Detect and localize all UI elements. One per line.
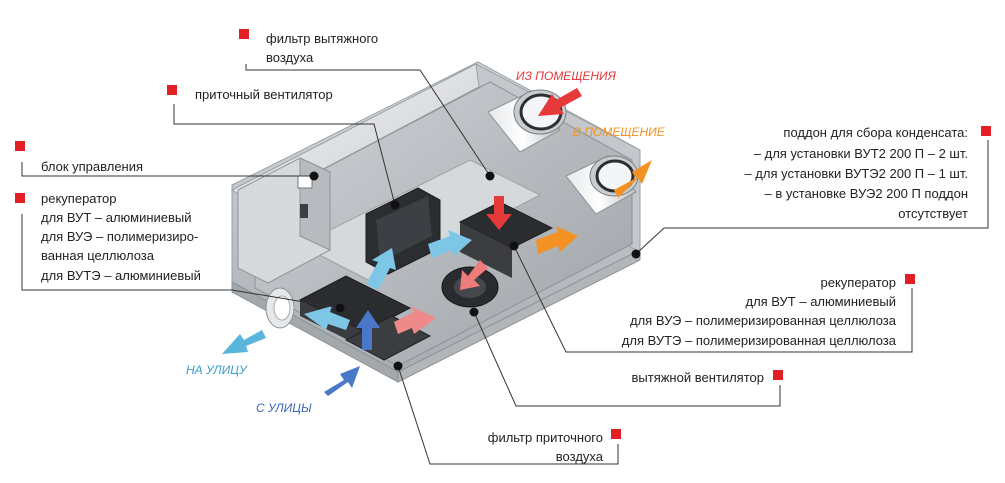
flow-from-room: ИЗ ПОМЕЩЕНИЯ: [516, 69, 617, 83]
flow-from-street: С УЛИЦЫ: [256, 401, 312, 415]
leader-lines: [21, 64, 989, 465]
arrow-to-street: [222, 330, 266, 354]
callout-exhaust-filter-line2: воздуха: [266, 50, 314, 65]
arrow-up-bottom: [356, 310, 380, 350]
leader-dots: [309, 171, 641, 371]
callout-condensate-line3: – для установки ВУТЭ2 200 П – 1 шт.: [744, 166, 968, 181]
arrow-exhaust-down: [486, 196, 512, 230]
callout-control-unit: блок управления: [41, 159, 143, 174]
left-duct: [265, 287, 295, 329]
recuperator-right: [458, 201, 554, 278]
callout-condensate-line1: поддон для сбора конденсата:: [783, 125, 968, 140]
duct-from-room: [487, 89, 567, 153]
callout-recuperator-right-line2: для ВУТ – алюминиевый: [745, 294, 896, 309]
arrow-out-left: [304, 306, 350, 330]
callout-condensate-line4: – в установке ВУЭ2 200 П поддон: [765, 186, 968, 201]
callout-recuperator-left-line4: ванная целлюлоза: [41, 248, 155, 263]
callout-exhaust-fan: вытяжной вентилятор: [631, 370, 764, 385]
callout-recuperator-left-line5: для ВУТЭ – алюминиевый: [41, 268, 201, 283]
marker-condensate-tray: [981, 126, 991, 136]
arrow-exhaust-diag: [460, 260, 488, 290]
control-box: [237, 157, 331, 284]
callout-supply-filter-line2: воздуха: [556, 449, 604, 464]
marker-recuperator-right: [905, 274, 915, 284]
callout-supply-fan: приточный вентилятор: [195, 87, 333, 102]
callout-recuperator-right-line3: для ВУЭ – полимеризированная целлюлоза: [630, 313, 897, 328]
callout-recuperator-left-line1: рекуператор: [41, 191, 117, 206]
arrow-from-room: [538, 88, 582, 116]
callout-exhaust-filter-line1: фильтр вытяжного: [266, 31, 378, 46]
callout-supply-filter-line1: фильтр приточного: [488, 430, 603, 445]
callout-recuperator-right-line1: рекуператор: [820, 275, 896, 290]
callout-recuperator-left-line2: для ВУТ – алюминиевый: [41, 210, 192, 225]
marker-supply-filter: [611, 429, 621, 439]
callout-condensate-line5: отсутствует: [898, 206, 968, 221]
callout-recuperator-right-line4: для ВУТЭ – полимеризированная целлюлоза: [622, 333, 897, 348]
red-markers: [15, 29, 991, 439]
callout-condensate-line2: – для установки ВУТ2 200 П – 2 шт.: [754, 146, 968, 161]
callout-recuperator-left-line3: для ВУЭ – полимеризиро-: [41, 229, 198, 244]
arrow-supply-fan: [428, 230, 472, 258]
marker-supply-fan: [167, 85, 177, 95]
marker-exhaust-filter: [239, 29, 249, 39]
marker-recuperator-left: [15, 193, 25, 203]
marker-control-unit: [15, 141, 25, 151]
flow-to-street: НА УЛИЦУ: [186, 363, 248, 377]
arrow-to-room-duct: [614, 160, 652, 198]
arrow-recup-left: [394, 306, 436, 334]
arrow-recup-up: [366, 248, 396, 290]
marker-exhaust-fan: [773, 370, 783, 380]
flow-to-room: В ПОМЕЩЕНИЕ: [573, 125, 666, 139]
arrow-supply-right: [536, 226, 578, 254]
arrow-from-street: [324, 366, 360, 396]
flow-arrows: [222, 88, 652, 396]
